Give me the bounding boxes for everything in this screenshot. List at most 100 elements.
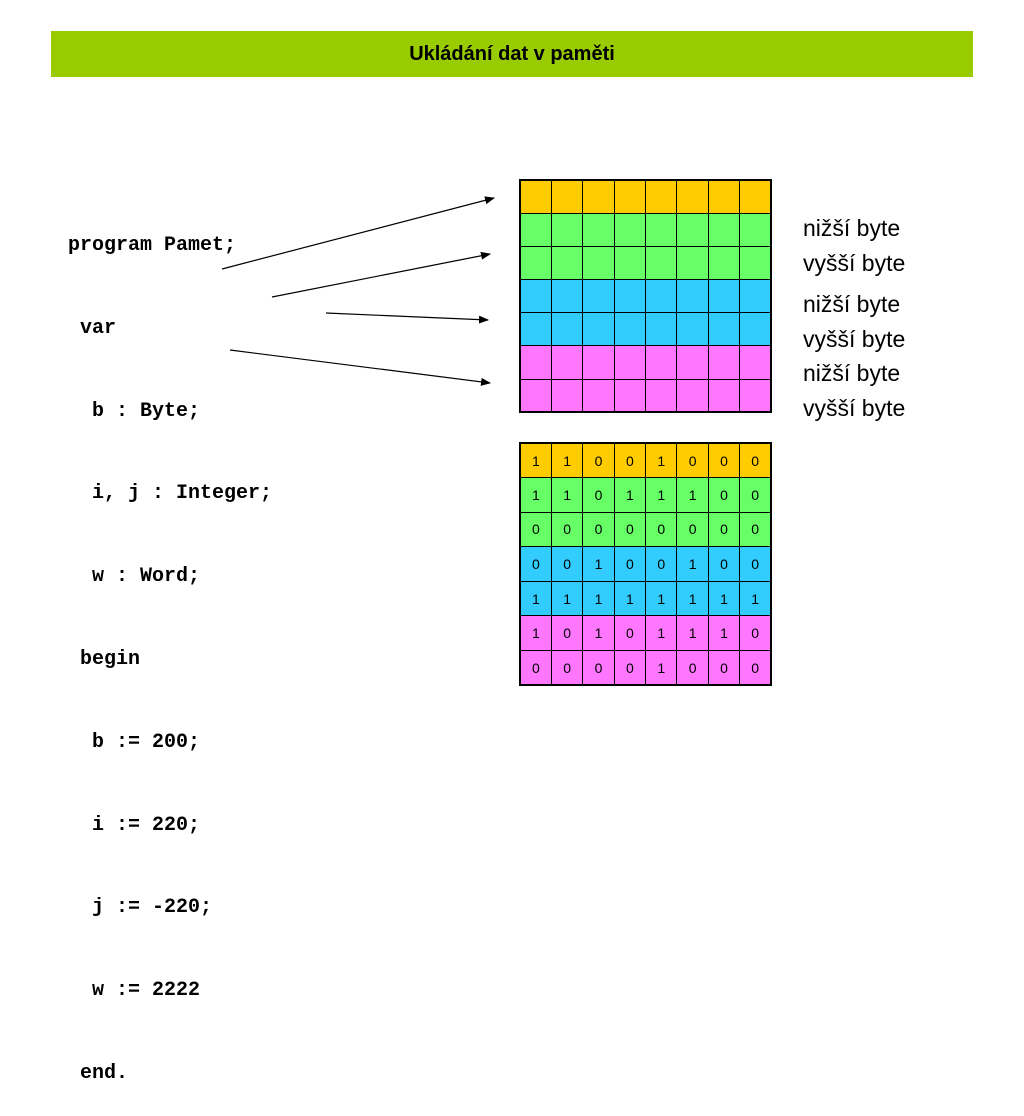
bit-cell: 0 <box>739 442 772 479</box>
bit-cell: 0 <box>739 615 772 652</box>
grid-cell <box>739 179 772 214</box>
grid-row <box>519 378 772 413</box>
code-line: end. <box>68 1061 129 1085</box>
bit-cell: 0 <box>582 442 615 479</box>
grid-row <box>519 245 772 281</box>
code-line: var <box>68 316 117 340</box>
grid-cell <box>519 179 552 214</box>
bit-cell: 1 <box>645 442 678 479</box>
bit-cell: 0 <box>519 546 552 582</box>
bit-cell: 0 <box>707 477 741 513</box>
bit-cell: 1 <box>519 477 552 513</box>
bit-cell: 0 <box>645 511 678 548</box>
grid-cell <box>707 179 741 214</box>
grid-cell <box>550 245 584 281</box>
grid-cell <box>519 212 552 247</box>
grid-cell <box>676 212 709 247</box>
bit-cell: 0 <box>707 511 741 548</box>
bit-cell: 0 <box>707 442 741 479</box>
grid-cell <box>739 245 772 281</box>
grid-cell <box>582 212 615 247</box>
bit-cell: 0 <box>739 511 772 548</box>
grid-cell <box>550 279 584 314</box>
bit-cell: 1 <box>582 546 615 582</box>
grid-cell <box>550 212 584 247</box>
grid-cell <box>582 312 615 347</box>
code-line: w : Word; <box>68 565 201 589</box>
grid-cell <box>582 279 615 314</box>
grid-cell <box>707 312 741 347</box>
code-line: begin <box>68 647 141 671</box>
bit-cell: 0 <box>550 650 584 686</box>
grid-cell <box>739 312 772 347</box>
bit-cell: 1 <box>582 615 615 652</box>
grid-cell <box>582 378 615 413</box>
bit-cell: 0 <box>613 442 647 479</box>
grid-row <box>519 312 772 347</box>
grid-cell <box>739 212 772 247</box>
byte-label: nižší byte <box>803 360 901 386</box>
bit-cell: 1 <box>676 477 709 513</box>
arrow-b <box>221 196 495 270</box>
grid-cell <box>613 378 647 413</box>
title-bar: Ukládání dat v paměti <box>51 31 973 77</box>
bit-cell: 1 <box>613 580 647 617</box>
bit-cell: 0 <box>613 546 647 582</box>
code-line: i, j : Integer; <box>68 482 273 506</box>
bit-cell: 1 <box>645 650 678 686</box>
variable-arrows <box>221 196 495 386</box>
bit-cell: 0 <box>613 650 647 686</box>
grid-cell <box>613 279 647 314</box>
byte-label: vyšší byte <box>803 394 906 421</box>
grid-cell <box>676 378 709 413</box>
grid-cell <box>582 179 615 214</box>
code-line: program Pamet; <box>68 234 237 257</box>
grid-cell <box>707 279 741 314</box>
bit-cell: 0 <box>645 546 678 582</box>
bit-cell: 0 <box>519 511 552 548</box>
grid-cell <box>613 345 647 380</box>
bit-cell: 0 <box>707 546 741 582</box>
grid-cell <box>550 179 584 214</box>
grid-cell <box>676 345 709 380</box>
grid-cell <box>645 345 678 380</box>
bit-cell: 0 <box>676 650 709 686</box>
bit-cell: 1 <box>519 580 552 617</box>
grid-row <box>519 179 772 214</box>
bit-cell: 1 <box>676 546 709 582</box>
slide-title: Ukládání dat v paměti <box>409 42 615 65</box>
grid-cell <box>707 378 741 413</box>
memory-grid-empty <box>519 179 773 414</box>
byte-label: nižší byte <box>803 291 901 317</box>
grid-cell <box>645 212 678 247</box>
code-line: i := 220; <box>68 813 201 837</box>
grid-cell <box>550 345 584 380</box>
grid-cell <box>739 378 772 413</box>
grid-row <box>519 345 772 380</box>
grid-cell <box>739 279 772 314</box>
grid-cell <box>613 245 647 281</box>
bit-cell: 1 <box>613 477 647 513</box>
bit-cell: 0 <box>739 477 772 513</box>
byte-label: nižší byte <box>803 215 901 241</box>
arrow-i-j <box>271 251 491 298</box>
bit-cell: 0 <box>739 650 772 686</box>
bit-cell: 0 <box>613 511 647 548</box>
grid-cell <box>582 345 615 380</box>
bit-cell: 1 <box>707 580 741 617</box>
bit-cell: 1 <box>519 442 552 479</box>
grid-cell <box>519 245 552 281</box>
bit-cell: 0 <box>613 615 647 652</box>
arrow-integer <box>325 312 489 324</box>
grid-cell <box>645 245 678 281</box>
grid-cell <box>550 312 584 347</box>
grid-cell <box>676 179 709 214</box>
byte-label: vyšší byte <box>803 249 906 276</box>
bit-cell: 1 <box>676 615 709 652</box>
grid-cell <box>613 212 647 247</box>
